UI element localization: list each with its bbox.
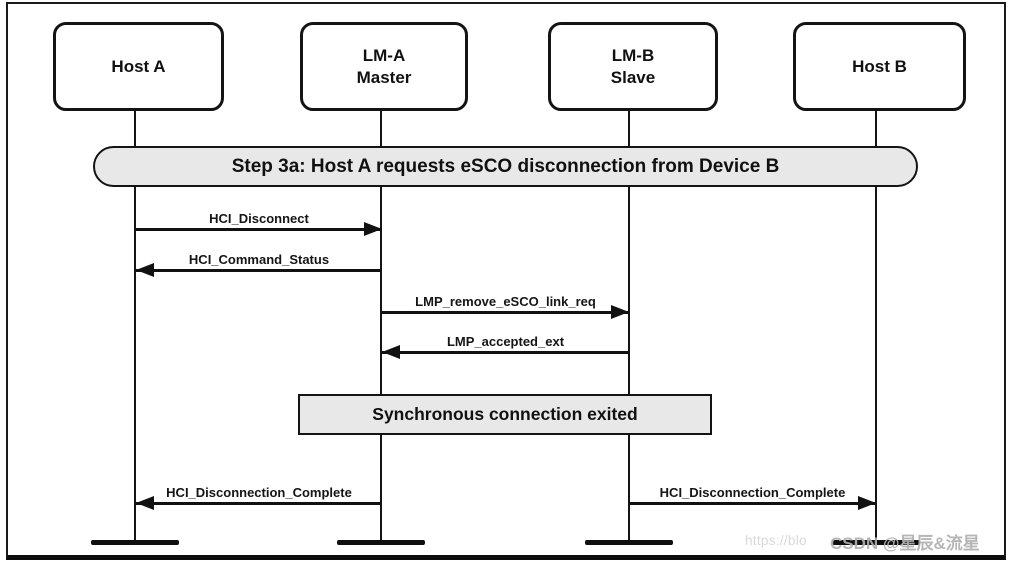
message-hci-disconnection-complete-b: HCI_Disconnection_Complete: [629, 485, 876, 510]
message-lmp-accepted-ext: LMP_accepted_ext: [382, 334, 629, 359]
actor-sublabel: Master: [356, 67, 412, 87]
message-label: LMP_remove_eSCO_link_req: [415, 293, 596, 309]
arrowhead-right-icon: [611, 305, 629, 319]
actor-label: LM-B: [611, 45, 655, 65]
message-label: HCI_Disconnection_Complete: [166, 484, 352, 500]
arrowhead-right-icon: [858, 496, 876, 510]
actor-sublabel: Slave: [610, 67, 656, 87]
terminator-host-b: [832, 540, 920, 545]
message-hci-disconnection-complete-a: HCI_Disconnection_Complete: [136, 485, 382, 510]
watermark-credit: CSDN @星辰&流星: [830, 534, 980, 553]
state-box: Synchronous connection exited: [298, 394, 712, 435]
lifeline-host-a: [134, 105, 136, 543]
actor-label: Host A: [111, 56, 166, 76]
message-label: HCI_Disconnection_Complete: [659, 484, 846, 500]
arrowhead-right-icon: [364, 222, 382, 236]
actor-label: Host B: [852, 56, 907, 76]
terminator-lm-b: [585, 540, 673, 545]
lifeline-host-b: [875, 105, 877, 543]
message-label: HCI_Command_Status: [188, 251, 330, 267]
terminator-host-a: [91, 540, 179, 545]
message-label: LMP_accepted_ext: [446, 333, 565, 349]
step-banner-label: Step 3a: Host A requests eSCO disconnect…: [231, 155, 780, 177]
actor-label: LM-A: [362, 45, 406, 65]
actor-box-lm-b: LM-B Slave: [548, 22, 718, 111]
message-hci-command-status: HCI_Command_Status: [136, 252, 382, 277]
arrowhead-left-icon: [382, 345, 400, 359]
message-label: HCI_Disconnect: [209, 210, 309, 226]
actor-box-host-b: Host B: [793, 22, 966, 111]
actor-box-host-a: Host A: [53, 22, 224, 111]
arrowhead-left-icon: [136, 263, 154, 277]
arrowhead-left-icon: [136, 496, 154, 510]
lifeline-lm-a: [380, 105, 382, 543]
actor-box-lm-a: LM-A Master: [300, 22, 468, 111]
step-banner: Step 3a: Host A requests eSCO disconnect…: [93, 146, 918, 187]
terminator-lm-a: [337, 540, 425, 545]
watermark-url: https://blo: [745, 533, 807, 548]
state-box-label: Synchronous connection exited: [372, 404, 638, 424]
lifeline-lm-b: [628, 105, 630, 543]
message-hci-disconnect: HCI_Disconnect: [136, 211, 382, 236]
message-lmp-remove-esco-link-req: LMP_remove_eSCO_link_req: [382, 294, 629, 319]
